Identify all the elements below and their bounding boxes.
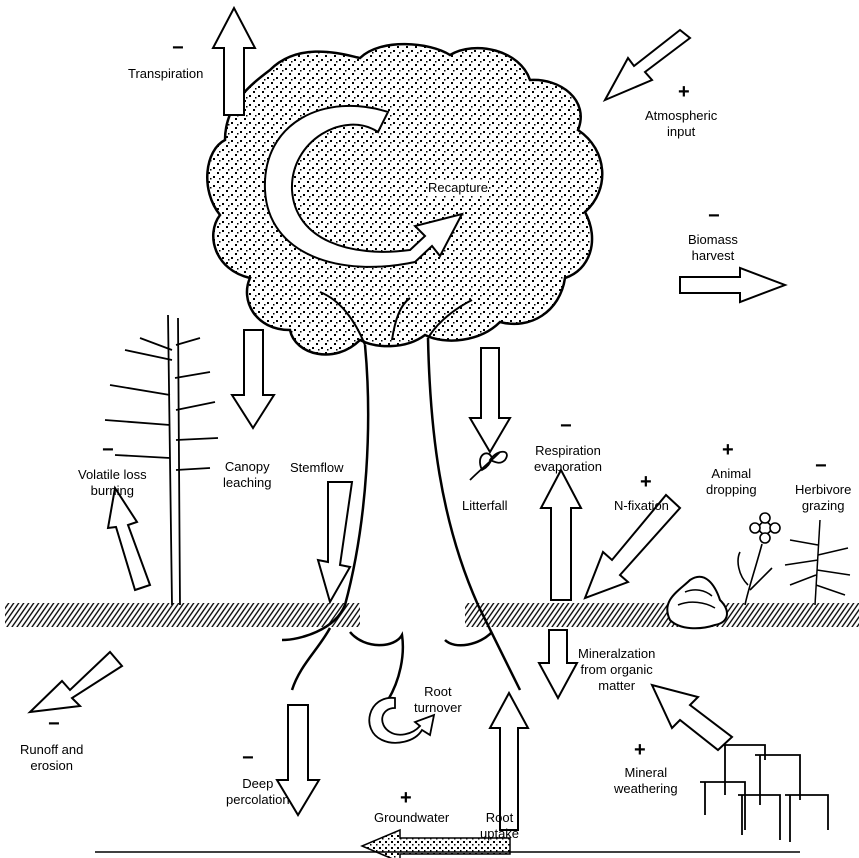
- litterfall-leaf: [470, 452, 507, 480]
- grass-plant: [785, 520, 850, 605]
- flower: [738, 513, 780, 605]
- mineralization-label: Mineralzation from organic matter: [578, 646, 655, 694]
- atmospheric-input-label: Atmospheric input: [645, 108, 717, 140]
- groundwater-sign: +: [400, 788, 412, 808]
- mineral-weathering-label: Mineral weathering: [614, 765, 678, 797]
- biomass-harvest-sign: −: [708, 206, 720, 226]
- deep-percolation-sign: −: [242, 748, 254, 768]
- animal-dropping-label: Animal dropping: [706, 466, 757, 498]
- stemflow-label: Stemflow: [290, 460, 343, 476]
- groundwater-label: Groundwater: [374, 810, 449, 826]
- volatile-loss-arrow: [108, 488, 150, 590]
- litterfall-label: Litterfall: [462, 498, 508, 514]
- recapture-label: Recapture: [428, 180, 488, 196]
- herbivore-grazing-sign: −: [815, 456, 827, 476]
- respiration-label: Respiration evaporation: [534, 443, 602, 475]
- respiration-arrow: [541, 470, 581, 600]
- canopy-leaching-arrow: [232, 330, 274, 428]
- animal-dropping-sign: +: [722, 440, 734, 460]
- runoff-label: Runoff and erosion: [20, 742, 83, 774]
- mineral-weathering-sign: +: [634, 740, 646, 760]
- atmospheric-input-sign: +: [678, 82, 690, 102]
- canopy-leaching-label: Canopy leaching: [223, 459, 271, 491]
- n-fixation-sign: +: [640, 472, 652, 492]
- herbivore-grazing-label: Herbivore grazing: [795, 482, 851, 514]
- root-uptake-label: Root uptake: [480, 810, 519, 842]
- stemflow-arrow: [318, 482, 352, 602]
- biomass-harvest-arrow: [680, 268, 785, 302]
- rocks: [700, 745, 828, 842]
- deep-percolation-label: Deep percolation: [226, 776, 290, 808]
- n-fixation-label: N-fixation: [614, 498, 669, 514]
- runoff-sign: −: [48, 714, 60, 734]
- respiration-sign: −: [560, 416, 572, 436]
- litterfall-arrow: [470, 348, 510, 452]
- runoff-arrow: [30, 652, 122, 712]
- root-turnover-label: Root turnover: [414, 684, 462, 716]
- volatile-loss-sign: −: [102, 440, 114, 460]
- mineral-weathering-arrow: [652, 685, 732, 750]
- biomass-harvest-label: Biomass harvest: [688, 232, 738, 264]
- volatile-loss-label: Volatile loss burning: [78, 467, 147, 499]
- transpiration-sign: −: [172, 38, 184, 58]
- mineralization-arrow: [539, 630, 577, 698]
- transpiration-label: Transpiration: [128, 66, 203, 82]
- dead-tree: [105, 315, 218, 605]
